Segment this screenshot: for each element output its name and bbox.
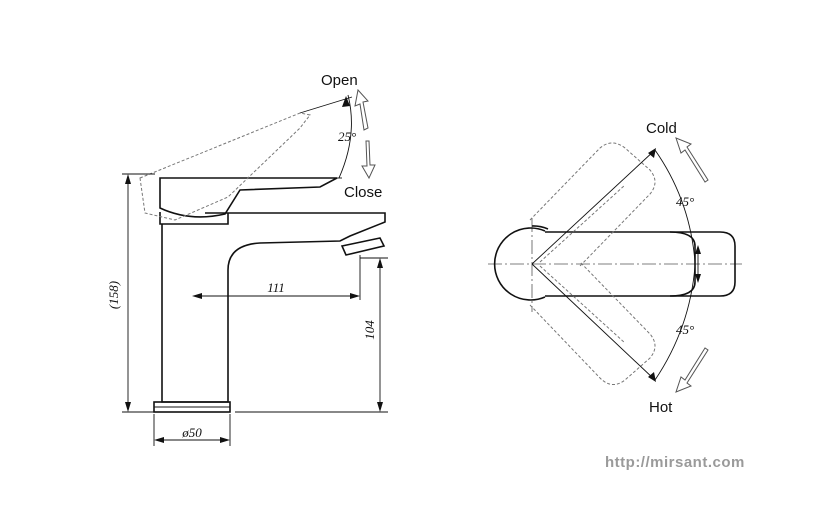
cold-arrow-icon [675, 137, 709, 183]
cold-rotation-label: 45° [676, 194, 694, 209]
total-height-label: (158) [106, 281, 121, 309]
lever-angle-arc [338, 94, 352, 179]
hot-rotation-label: 45° [676, 322, 694, 337]
base-diameter-label: ø50 [181, 425, 202, 440]
handle-base [159, 212, 229, 225]
close-arrow-icon [361, 140, 376, 180]
lever-neutral [545, 231, 736, 297]
watermark-url: http://mirsant.com [605, 454, 745, 471]
top-view: 45° 45° Cold Hot [488, 120, 742, 416]
spout-aerator [340, 237, 386, 256]
lever-closed [159, 177, 338, 218]
lever-cold-position [529, 142, 656, 267]
side-view: (158) 104 111 ø50 25° Open Close [106, 72, 388, 446]
hot-arrow-icon [675, 347, 709, 393]
base-circle [493, 227, 546, 301]
lever-open [139, 112, 311, 221]
close-label: Close [344, 184, 382, 201]
faucet-body [161, 212, 386, 403]
hot-rotation-arc [654, 265, 696, 381]
spout-reach-label: 111 [267, 280, 285, 295]
hot-label: Hot [649, 399, 673, 416]
lever-angle-label: 25° [338, 129, 356, 144]
open-label: Open [321, 72, 358, 89]
cold-rotation-arc [654, 149, 696, 263]
cold-label: Cold [646, 120, 677, 137]
lever-hot-position [529, 261, 656, 385]
spout-height-label: 104 [362, 320, 377, 340]
open-arrow-icon [354, 88, 369, 131]
